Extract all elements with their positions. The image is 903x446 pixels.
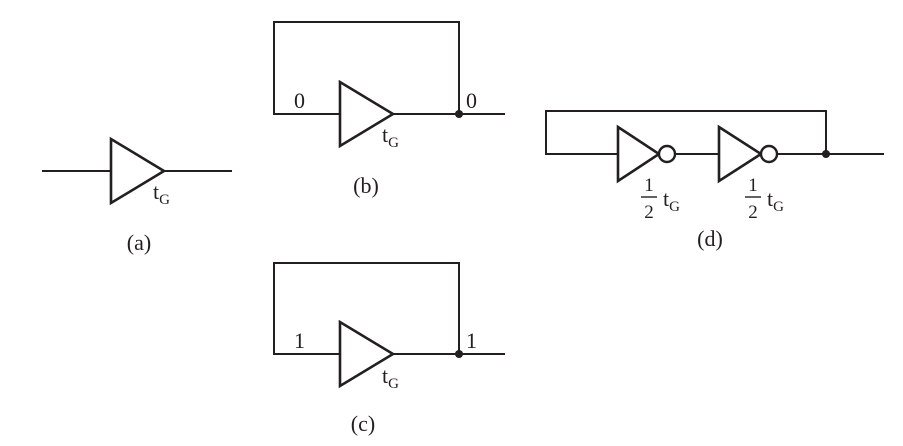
panel-d-caption: (d): [697, 226, 723, 251]
panel-d-inverter-1-gate: [616, 124, 662, 184]
panel-c-junction-dot: [455, 350, 463, 358]
fraction-denominator: 2: [644, 202, 654, 223]
delay-symbol: tG: [767, 186, 784, 215]
panel-c-input-value: 1: [294, 328, 305, 353]
fraction-numerator: 1: [748, 175, 758, 196]
panel-b-caption: (b): [353, 173, 379, 198]
panel-d-inverter-2-delay-label: 1 2 tG: [745, 175, 784, 223]
panel-a-delay-label: tG: [153, 179, 170, 208]
panel-c-delay-label: tG: [382, 363, 399, 392]
panel-c-caption: (c): [351, 411, 375, 436]
panel-b-junction-dot: [455, 110, 463, 118]
panel-d-junction-dot: [822, 150, 830, 158]
panel-b-output-value: 0: [466, 88, 477, 113]
panel-b-feedback-loop: [273, 21, 460, 115]
panel-d-inverter-1-bubble: [657, 144, 677, 164]
panel-a-caption: (a): [127, 230, 151, 255]
panel-c: 1 1 tG (c): [273, 262, 505, 436]
panel-d-inverter-2-bubble: [759, 144, 779, 164]
panel-c-output-value: 1: [466, 328, 477, 353]
panel-d-feedback-loop: [545, 110, 827, 155]
panel-d-inverter-2-gate: [717, 124, 764, 184]
panel-b: 0 0 tG (b): [273, 21, 505, 198]
fraction-denominator: 2: [748, 202, 758, 223]
panel-c-buffer-gate: [338, 319, 396, 389]
panel-a: tG (a): [42, 136, 232, 255]
panel-b-input-value: 0: [294, 88, 305, 113]
panel-b-delay-label: tG: [382, 122, 399, 151]
panel-b-buffer-gate: [338, 79, 396, 149]
delay-symbol: tG: [663, 186, 680, 215]
panel-c-feedback-loop: [273, 262, 460, 355]
panel-d: 1 2 tG 1 2 tG (d): [545, 110, 884, 251]
panel-a-buffer-gate: [109, 136, 167, 206]
panel-d-inverter-1-delay-label: 1 2 tG: [641, 175, 680, 223]
fraction-numerator: 1: [644, 175, 654, 196]
